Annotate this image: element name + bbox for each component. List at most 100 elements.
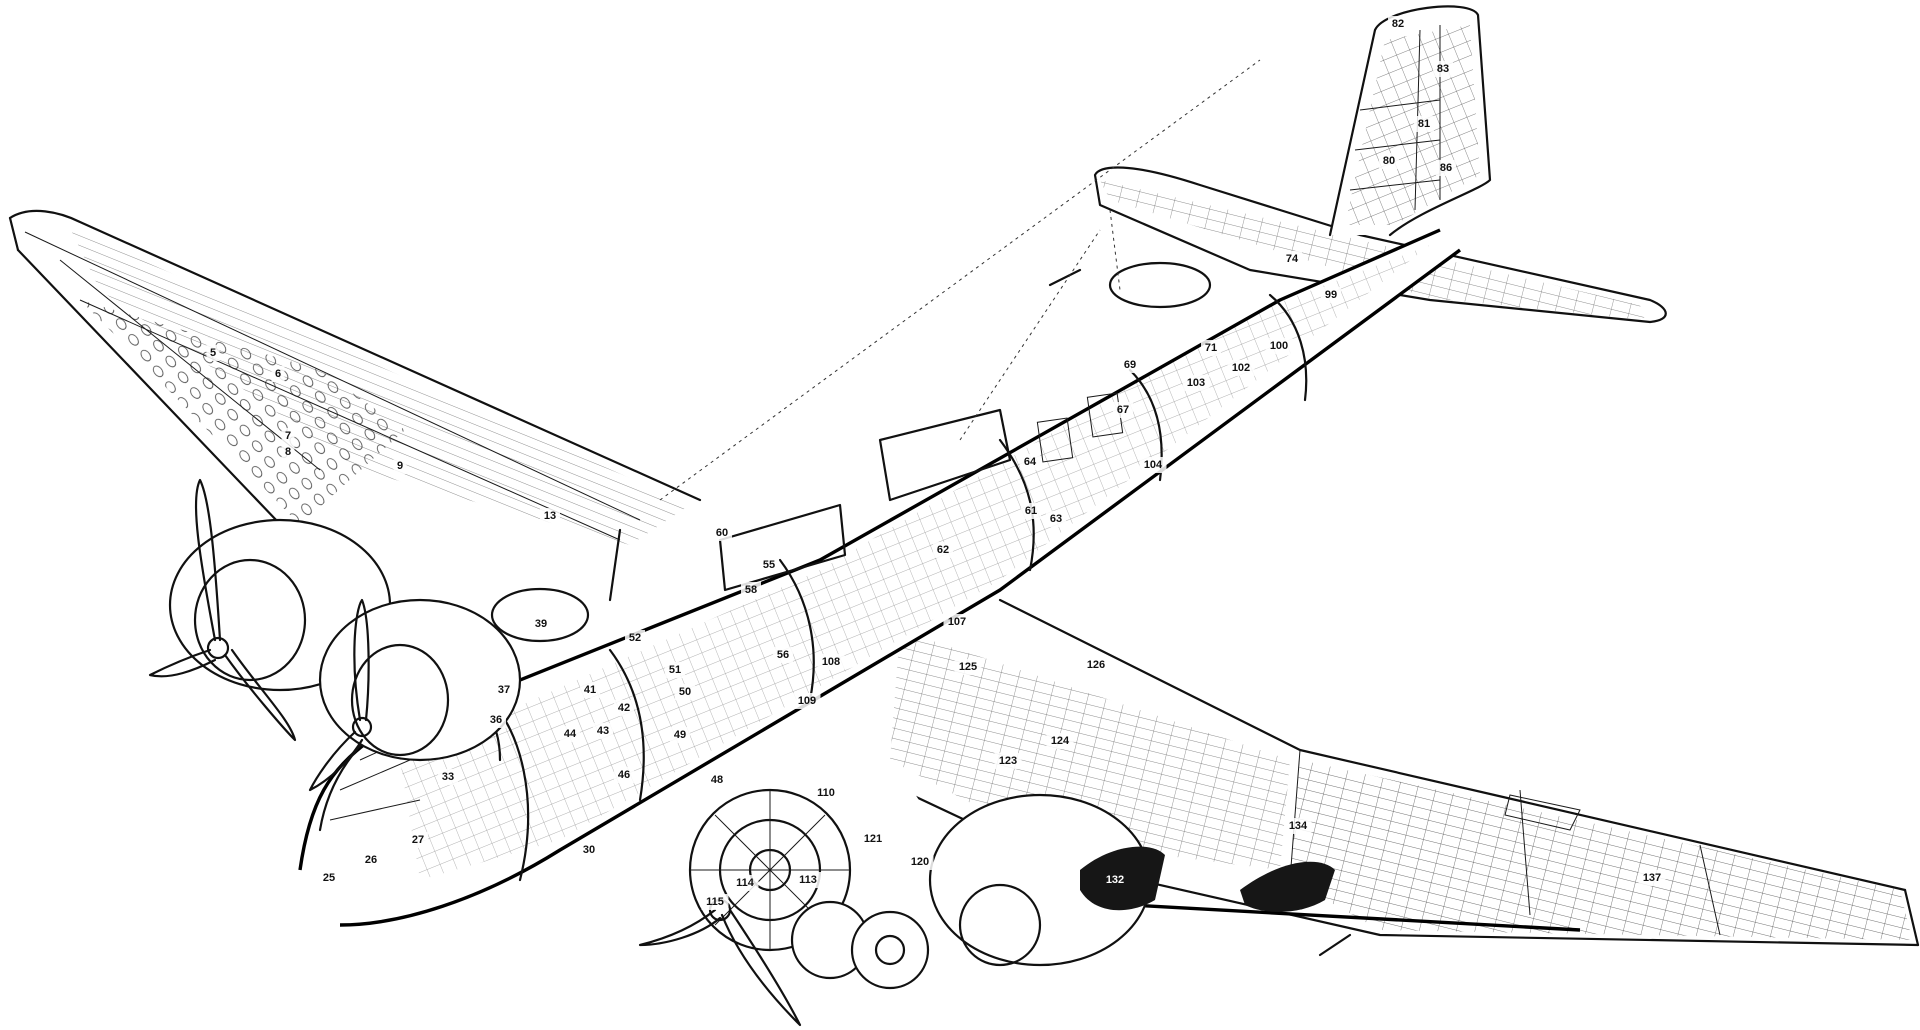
callout-badge-41 [580,682,600,698]
callout-badge-42 [614,700,634,716]
callout-badge-51 [665,662,685,678]
callout-102: 102 [1232,362,1250,374]
callout-badge-8 [281,444,295,460]
callout-badge-125 [954,659,982,675]
callout-64: 64 [1024,456,1037,468]
tailplane [1093,166,1667,324]
callout-6: 6 [275,368,281,380]
callout-badge-113 [794,872,822,888]
callout-badge-83 [1433,61,1453,77]
callout-108: 108 [822,656,840,668]
callout-13: 13 [544,510,556,522]
callout-badge-102 [1227,360,1255,376]
callout-badge-13 [540,508,560,524]
callout-60: 60 [716,527,728,539]
callout-badge-82 [1388,16,1408,32]
guide-lines [659,59,1352,957]
callout-badge-80 [1379,153,1399,169]
callout-badge-25 [319,870,339,886]
callout-67: 67 [1117,404,1129,416]
callout-badge-123 [994,753,1022,769]
callout-badge-121 [859,831,887,847]
callout-44: 44 [564,728,577,740]
callout-7: 7 [285,430,291,442]
callout-badge-103 [1182,375,1210,391]
callout-badge-26 [361,852,381,868]
callout-50: 50 [679,686,691,698]
callout-badge-44 [560,726,580,742]
callout-83: 83 [1437,63,1449,75]
callout-badge-52 [625,630,645,646]
callout-25: 25 [323,872,335,884]
callout-134: 134 [1289,820,1308,832]
callout-46: 46 [618,769,630,781]
callout-115: 115 [706,896,724,908]
callout-badge-86 [1436,160,1456,176]
callout-badge-132 [1101,872,1129,888]
callout-124: 124 [1051,735,1070,747]
callout-48: 48 [711,774,723,786]
callout-badge-64 [1020,454,1040,470]
callout-33: 33 [442,771,454,783]
port-wing [8,209,702,575]
callout-100: 100 [1270,340,1288,352]
callout-badge-50 [675,684,695,700]
callout-badge-33 [438,769,458,785]
callout-badge-126 [1082,657,1110,673]
callout-126: 126 [1087,659,1105,671]
callout-63: 63 [1050,513,1062,525]
callout-69: 69 [1124,359,1136,371]
propellers [148,478,802,1027]
callout-badge-37 [494,682,514,698]
callout-badge-49 [670,727,690,743]
callout-badge-62 [933,542,953,558]
callout-121: 121 [864,833,882,845]
callout-badge-55 [759,557,779,573]
callout-badge-104 [1139,457,1167,473]
callout-badge-30 [579,842,599,858]
callout-86: 86 [1440,162,1452,174]
callout-badge-6 [271,366,285,382]
callout-badge-108 [817,654,845,670]
engines [168,518,1152,990]
callout-27: 27 [412,834,424,846]
callout-badge-69 [1120,357,1140,373]
callout-badge-74 [1282,251,1302,267]
callout-badge-115 [701,894,729,910]
callout-badge-48 [707,772,727,788]
callout-badge-36 [486,712,506,728]
callout-104: 104 [1144,459,1163,471]
callout-56: 56 [777,649,789,661]
callout-badge-5 [206,345,220,361]
callout-badge-58 [741,582,761,598]
callout-badge-46 [614,767,634,783]
callout-badge-7 [281,428,295,444]
tail-fin [1328,5,1492,237]
callout-badge-61 [1021,503,1041,519]
callout-107: 107 [948,616,966,628]
callout-badge-63 [1046,511,1066,527]
callout-badge-27 [408,832,428,848]
callout-36: 36 [490,714,502,726]
callout-badge-60 [712,525,732,541]
callout-113: 113 [799,874,817,886]
callout-badge-81 [1414,116,1434,132]
callout-71: 71 [1205,342,1217,354]
callout-badge-134 [1284,818,1312,834]
callout-badge-9 [393,458,407,474]
callout-109: 109 [798,695,816,707]
callout-8: 8 [285,446,291,458]
callout-81: 81 [1418,118,1430,130]
callout-58: 58 [745,584,757,596]
callout-49: 49 [674,729,686,741]
callout-badge-99 [1321,287,1341,303]
callout-badge-100 [1265,338,1293,354]
callout-badge-56 [773,647,793,663]
callout-99: 99 [1325,289,1337,301]
callout-badge-71 [1201,340,1221,356]
callout-120: 120 [911,856,929,868]
callout-110: 110 [817,787,835,799]
callout-badge-137 [1638,870,1666,886]
callout-61: 61 [1025,505,1037,517]
